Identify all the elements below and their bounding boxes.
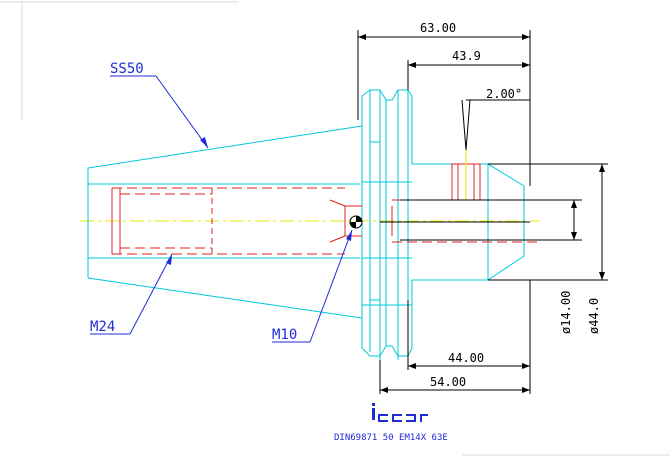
- iscar-logo: [372, 403, 428, 422]
- ball-symbol: [349, 215, 363, 229]
- dim-overall-length: 63.00: [420, 21, 456, 35]
- callout-thread-small: M10: [272, 327, 297, 343]
- dim-lower-length: 44.00: [448, 351, 484, 365]
- dim-total-lower-length: 54.00: [430, 375, 466, 389]
- dim-body-dia: ø44.0: [587, 298, 601, 334]
- callout-leaders: [90, 75, 353, 343]
- dim-bore-dia: ø14.00: [559, 291, 573, 334]
- callout-thread-main: M24: [90, 319, 115, 335]
- callout-taper: SS50: [110, 61, 144, 77]
- drawing-caption: DIN69871 50 EM14X 63E: [334, 433, 448, 443]
- arrowheads: [358, 34, 605, 393]
- callout-arrows: [166, 137, 352, 265]
- hidden-lines: [111, 150, 540, 255]
- dim-angle: 2.00°: [486, 87, 522, 101]
- dim-flange-to-end: 43.9: [452, 49, 481, 63]
- dimension-lines: [357, 30, 608, 394]
- tool-holder-outline: [87, 89, 525, 360]
